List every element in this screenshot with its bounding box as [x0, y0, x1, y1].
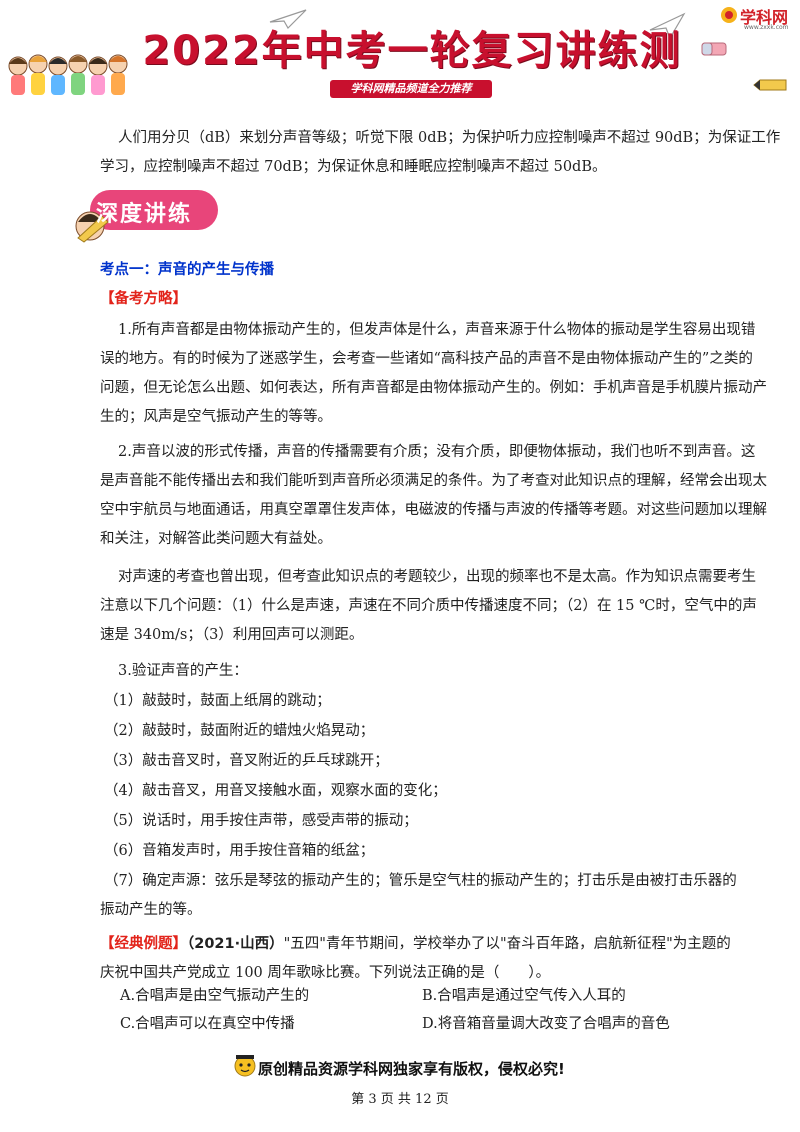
para1-line-2: 误的地方。有的时候为了迷惑学生，会考查一些诸如“高科技产品的声音不是由物体振动产…	[100, 351, 753, 367]
para1-line-1: 1.所有声音都是由物体振动产生的，但发声体是什么，声音来源于什么物体的振动是学生…	[118, 322, 756, 338]
logo-mark-icon	[721, 7, 737, 23]
verify-item-3: （3）敲击音叉时，音叉附近的乒乓球跳开；	[104, 753, 389, 769]
logo-url: www.zxxk.com	[744, 24, 789, 31]
kaodian-heading: 考点一：声音的产生与传播	[100, 262, 274, 278]
eraser-icon	[701, 42, 727, 56]
example-line-1: 【经典例题】（2021·山西）"五四"青年节期间，学校举办了以"奋斗百年路，启航…	[100, 930, 731, 959]
intro-line-2: 学习，应控制噪声不超过 70dB；为保证休息和睡眠应控制噪声不超过 50dB。	[100, 159, 607, 175]
verify-tail: 振动产生的等。	[100, 902, 202, 918]
header-banner: 学科网精品频道全力推荐	[330, 80, 492, 98]
page-title: 2022年中考一轮复习讲练测	[142, 28, 682, 74]
para2-line-1: 2.声音以波的形式传播，声音的传播需要有介质；没有介质，即便物体振动，我们也听不…	[118, 444, 756, 460]
para3-line-3: 速是 340m/s；（3）利用回声可以测距。	[100, 627, 364, 643]
cartoon-kids-illustration	[8, 54, 128, 95]
page-number: 第 3 页 共 12 页	[351, 1092, 449, 1107]
logo-text: 学科网	[740, 8, 789, 27]
page-header: 2022年中考一轮复习讲练测 学科网精品频道全力推荐 学科网 www.zxxk.…	[0, 0, 800, 112]
para1-line-3: 问题，但无论怎么出题、如何表达，所有声音都是由物体振动产生的。例如：手机声音是手…	[100, 380, 767, 396]
paper-plane-icon	[649, 12, 686, 40]
example-stem-1: "五四"青年节期间，学校举办了以"奋斗百年路，启航新征程"为主题的	[283, 936, 731, 952]
verify-item-5: （5）说话时，用手按住声带，感受声带的振动；	[104, 813, 418, 829]
para1-line-4: 生的；风声是空气振动产生的等等。	[100, 409, 332, 425]
section-badge-label: 深度讲练	[96, 202, 193, 227]
verify-item-7: （7）确定声源：弦乐是琴弦的振动产生的；管乐是空气柱的振动产生的；打击乐是由被打…	[104, 873, 737, 889]
para2-line-3: 空中宇航员与地面通话，用真空罩罩住发声体，电磁波的传播与声波的传播等考题。对这些…	[100, 502, 767, 518]
section-badge	[75, 190, 218, 243]
pencil-icon	[753, 79, 787, 91]
para3-line-1: 对声速的考查也曾出现，但考查此知识点的考题较少，出现的频率也不是太高。作为知识点…	[118, 569, 756, 585]
option-b: B.合唱声是通过空气传入人耳的	[422, 988, 626, 1004]
verify-item-6: （6）音箱发声时，用手按住音箱的纸盆；	[104, 843, 375, 859]
option-a: A.合唱声是由空气振动产生的	[120, 988, 310, 1004]
intro-line-1: 人们用分贝（dB）来划分声音等级；听觉下限 0dB；为保护听力应控制噪声不超过 …	[118, 130, 781, 146]
verify-item-2: （2）敲鼓时，鼓面附近的蜡烛火焰晃动；	[104, 723, 375, 739]
mascot-icon	[234, 1055, 256, 1077]
verify-heading: 3.验证声音的产生：	[118, 663, 248, 679]
para3-line-2: 注意以下几个问题：（1）什么是声速，声速在不同介质中传播速度不同；（2）在 15…	[100, 598, 757, 614]
beikao-heading: 【备考方略】	[100, 291, 187, 307]
site-logo: 学科网 www.zxxk.com	[720, 2, 798, 32]
para2-line-2: 是声音能不能传播出去和我们能听到声音所必须满足的条件。为了考查对此知识点的理解，…	[100, 473, 767, 489]
example-source: （2021·山西）	[187, 936, 284, 952]
option-c: C.合唱声可以在真空中传播	[120, 1016, 295, 1032]
example-line-2: 庆祝中国共产党成立 100 周年歌咏比赛。下列说法正确的是（ ）。	[100, 965, 551, 981]
para2-line-4: 和关注，对解答此类问题大有益处。	[100, 531, 332, 547]
verify-item-1: （1）敲鼓时，鼓面上纸屑的跳动；	[104, 693, 331, 709]
example-tag: 【经典例题】	[100, 936, 187, 952]
paper-plane-icon	[269, 9, 307, 29]
option-d: D.将音箱音量调大改变了合唱声的音色	[422, 1016, 670, 1032]
copyright-notice: 原创精品资源学科网独家享有版权，侵权必究!	[258, 1060, 565, 1078]
verify-item-4: （4）敲击音叉，用音叉接触水面，观察水面的变化；	[104, 783, 447, 799]
